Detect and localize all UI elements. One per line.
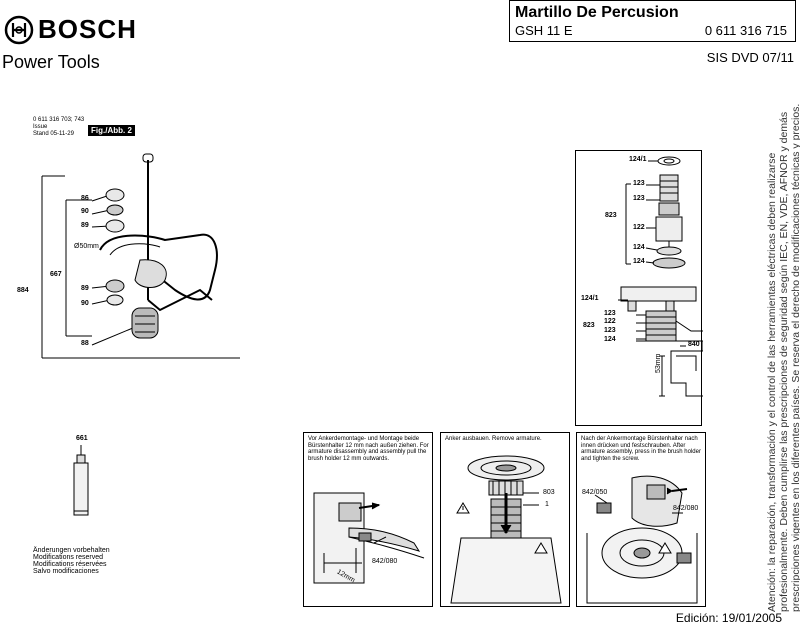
title-box: Martillo De Percusion GSH 11 E 0 611 316… (509, 0, 796, 42)
instruction-3-part-b: 842/080 (673, 505, 699, 512)
part-label-90b: 90 (81, 300, 89, 307)
side-handle-diagram (41, 153, 240, 359)
document-title: Martillo De Percusion (515, 4, 679, 21)
part-label-840: 840 (688, 341, 700, 348)
part-label-823a: 823 (605, 212, 617, 219)
part-label-123d: 123 (604, 327, 616, 334)
tagline: Power Tools (2, 52, 100, 72)
part-label-124-1b: 124/1 (581, 295, 599, 302)
part-label-123a: 123 (633, 180, 645, 187)
armature-removal-drawing (450, 455, 562, 604)
part-label-124b: 124 (633, 258, 645, 265)
instruction-1-text: Vor Ankerdemontage- und Montage beide Bü… (308, 436, 429, 462)
part-label-122b: 122 (604, 318, 616, 325)
figure-ref-numbers: 0 611 316 703; 743 (33, 117, 85, 123)
part-label-124a: 124 (633, 244, 645, 251)
armature-detail-panel (575, 150, 703, 426)
bosch-armature-icon (4, 15, 34, 44)
legal-side-text: Atención: la reparación, transformación … (766, 103, 800, 612)
instruction-3-part-a: 842/050 (582, 489, 608, 496)
part-label-88: 88 (81, 340, 89, 347)
part-label-123c: 123 (604, 310, 616, 317)
modification-notes: Änderungen vorbehalten Modifications res… (33, 547, 110, 575)
grease-tube-drawing (73, 445, 89, 516)
dimension-53mm: 53mm (655, 353, 662, 373)
note-fr: Modifications réservées (33, 561, 107, 568)
instruction-2-number: 1 (545, 501, 549, 508)
part-label-89b: 89 (81, 285, 89, 292)
brush-holder-pull-drawing (313, 492, 425, 584)
instruction-2-part: 803 (543, 489, 555, 496)
part-label-90: 90 (81, 208, 89, 215)
part-label-884: 884 (17, 287, 29, 294)
instruction-3-text: Nach der Ankermontage Bürstenhalter nach… (581, 436, 701, 462)
instruction-2-text: Anker ausbauen. Remove armature. (445, 436, 542, 442)
brand-name: BOSCH (38, 14, 137, 44)
part-label-123b: 123 (633, 195, 645, 202)
bosch-logo: BOSCH (4, 14, 137, 45)
diameter-label: Ø50mm (74, 243, 99, 250)
part-label-122a: 122 (633, 224, 645, 231)
sis-version: SIS DVD 07/11 (706, 50, 794, 65)
issue-label: Issue (33, 124, 48, 130)
part-label-89: 89 (81, 222, 89, 229)
issue-date: 05-11-29 (50, 131, 74, 137)
instruction-box-2: Anker ausbauen. Remove armature. 803 1 (440, 432, 570, 607)
instruction-1-part: 842/080 (372, 558, 398, 565)
note-en: Modifications reserved (33, 554, 104, 561)
instruction-box-1: Vor Ankerdemontage- und Montage beide Bü… (303, 432, 433, 607)
figure-badge: Fig./Abb. 2 (88, 125, 135, 136)
model-name: GSH 11 E (515, 23, 573, 38)
part-label-86: 86 (81, 195, 89, 202)
part-label-823b: 823 (583, 322, 595, 329)
note-es: Salvo modificaciones (33, 568, 99, 575)
note-de: Änderungen vorbehalten (33, 547, 110, 554)
part-label-661: 661 (76, 435, 88, 442)
armature-detail-drawing (618, 156, 703, 397)
part-number: 0 611 316 715 (704, 23, 787, 38)
figure-reference: 0 611 316 703; 743 Issue Stand 05-11-29 (33, 117, 84, 138)
part-label-124c: 124 (604, 336, 616, 343)
edition-date: Edición: 19/01/2005 (675, 611, 782, 625)
stand-label: Stand (33, 131, 49, 137)
instruction-box-3: Nach der Ankermontage Bürstenhalter nach… (576, 432, 706, 607)
brush-holder-press-drawing (586, 475, 698, 604)
part-label-124-1a: 124/1 (629, 156, 647, 163)
part-label-667: 667 (50, 271, 62, 278)
